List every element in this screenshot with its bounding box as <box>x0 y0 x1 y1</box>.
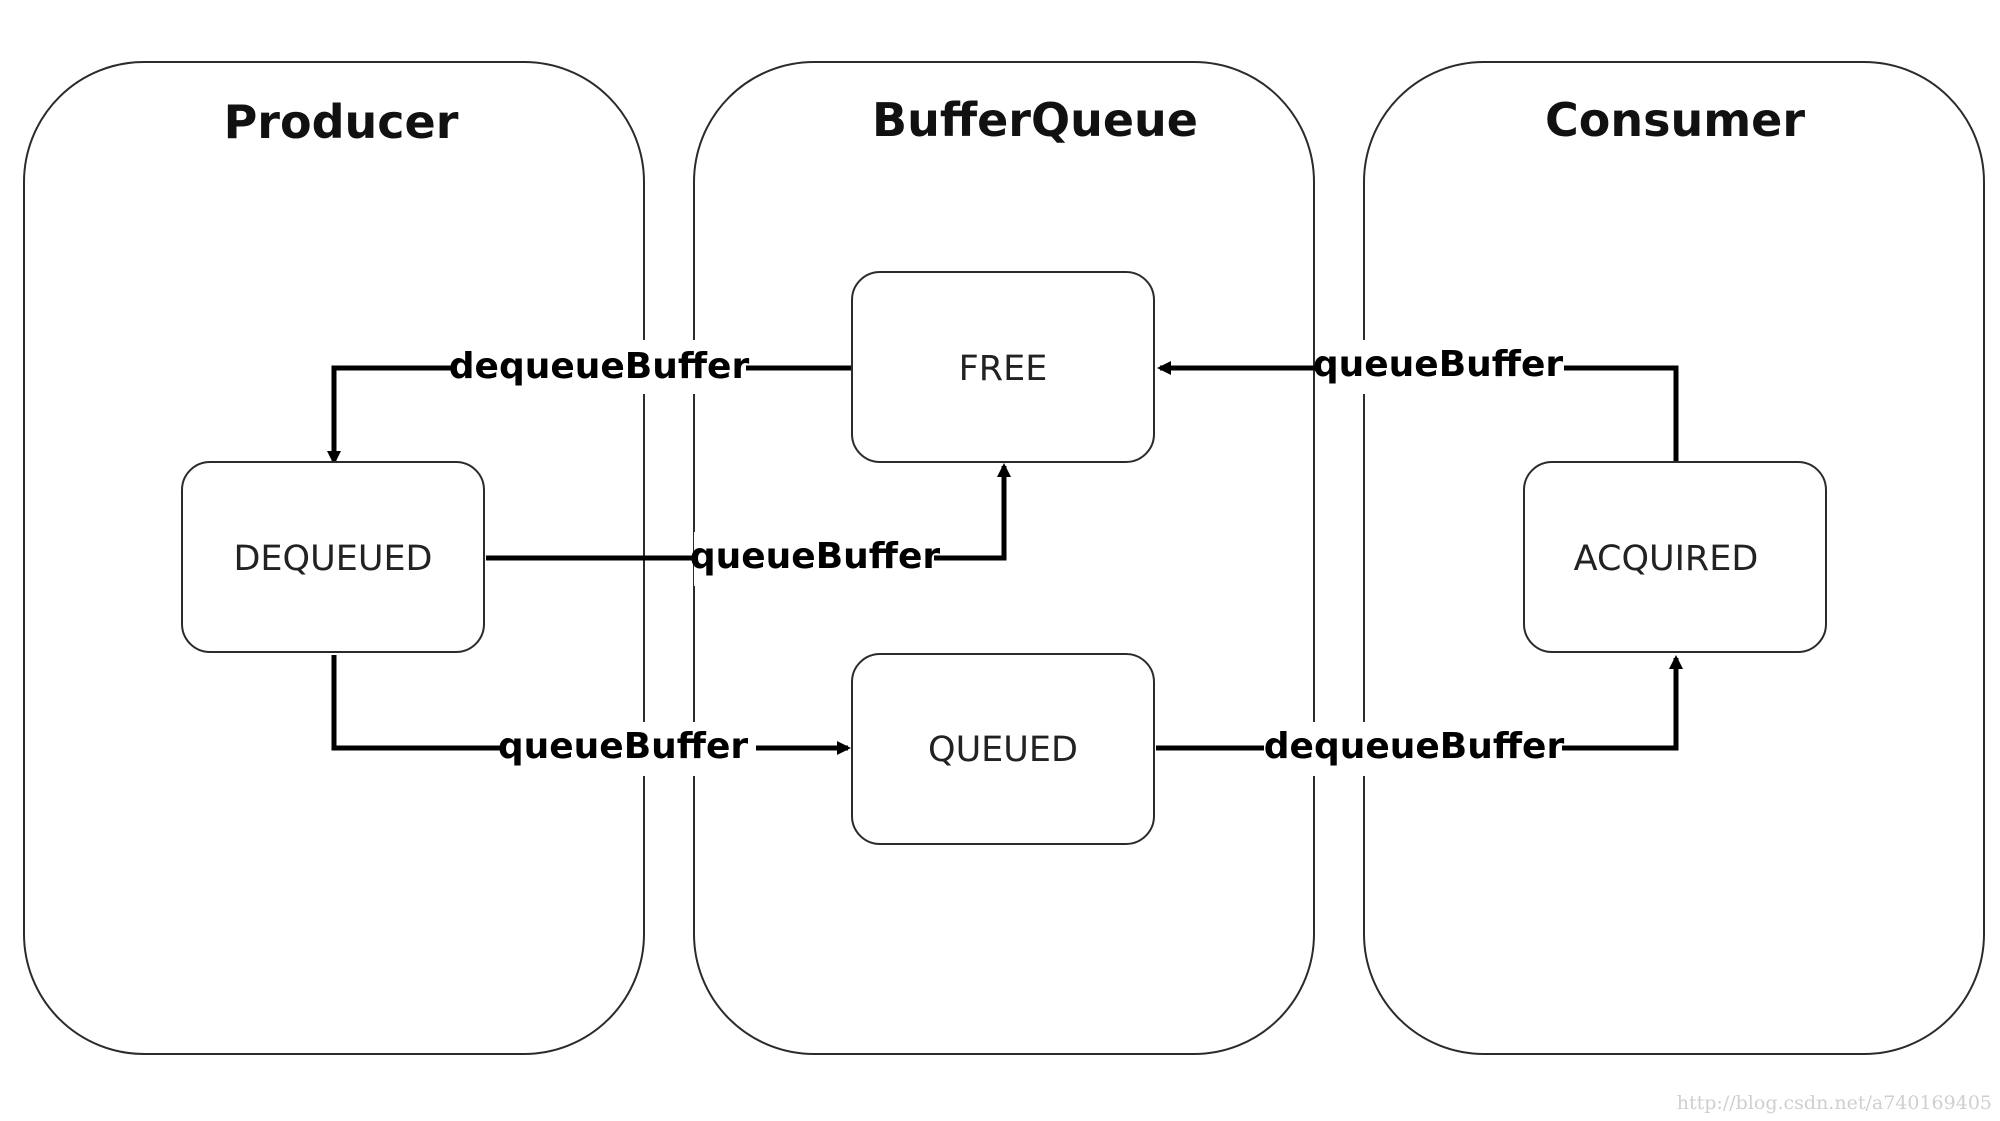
state-dequeued: DEQUEUED <box>181 461 485 653</box>
edge-acquired-to-free: queueBuffer <box>1157 340 1679 462</box>
state-queued-label: QUEUED <box>928 730 1078 770</box>
edge-dequeued-to-free: queueBuffer <box>486 463 1011 586</box>
edge-dequeued-to-queued: queueBuffer <box>331 655 851 776</box>
edge-label-queue-buffer: queueBuffer <box>690 536 941 577</box>
bufferqueue-lane-title: BufferQueue <box>872 93 1198 147</box>
state-free: FREE <box>851 271 1155 463</box>
edge-free-to-dequeued: dequeueBuffer <box>327 340 852 465</box>
edge-queued-to-acquired: dequeueBuffer <box>1156 655 1683 776</box>
state-dequeued-label: DEQUEUED <box>233 539 432 579</box>
producer-lane-title: Producer <box>224 95 459 149</box>
state-queued: QUEUED <box>851 653 1155 845</box>
edge-label-dequeue-buffer: dequeueBuffer <box>449 346 750 387</box>
watermark-url: http://blog.csdn.net/a740169405 <box>1677 1092 1992 1114</box>
state-acquired-label: ACQUIRED <box>1574 539 1759 579</box>
edge-label-queue-buffer: queueBuffer <box>498 726 749 767</box>
edge-label-queue-buffer: queueBuffer <box>1313 344 1564 385</box>
consumer-lane-title: Consumer <box>1545 93 1805 147</box>
state-acquired: ACQUIRED <box>1523 461 1827 653</box>
edge-label-dequeue-buffer: dequeueBuffer <box>1264 726 1565 767</box>
state-free-label: FREE <box>959 349 1048 389</box>
